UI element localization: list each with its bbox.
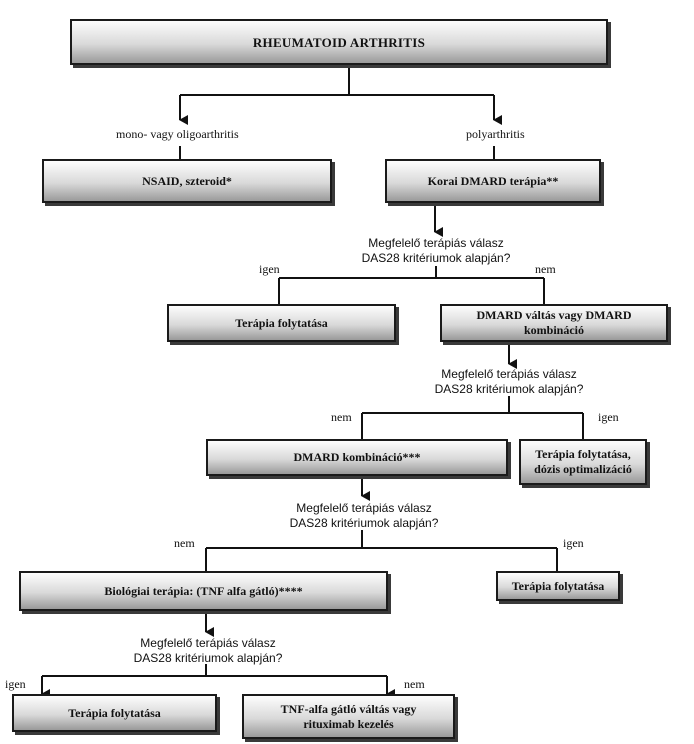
biologiai-terapia-text: Biológiai terápia: (TNF alfa gátló)**** (104, 583, 303, 598)
box-terapia-folytatasa-3: Terápia folytatása (496, 571, 620, 601)
box-dmard-kombinacio: DMARD kombináció*** (206, 439, 508, 476)
title-text: RHEUMATOID ARTHRITIS (252, 34, 426, 50)
label-igen-1: igen (259, 262, 280, 276)
question-3-line1: Megfelelő terápiás válasz (296, 501, 432, 515)
dmard-valtas-line2: kombináció (523, 323, 584, 337)
terapia-dozis-line2: dózis optimalizáció (534, 462, 632, 476)
question-4-line2: DAS28 kritériumok alapján? (133, 651, 283, 665)
label-nem-4: nem (404, 677, 425, 691)
korai-dmard-text: Korai DMARD terápia** (427, 173, 559, 188)
box-nsaid-szteroid: NSAID, szteroid* (42, 159, 332, 203)
title-box: RHEUMATOID ARTHRITIS (70, 19, 608, 65)
terapia-folytatasa-3-text: Terápia folytatása (511, 578, 605, 593)
terapia-folytatasa-4-text: Terápia folytatása (68, 705, 161, 720)
label-polyarthritis: polyarthritis (466, 127, 525, 141)
box-terapia-folytatasa-dozis: Terápia folytatása, dózis optimalizáció (519, 439, 647, 485)
question-3-line2: DAS28 kritériumok alapján? (289, 516, 439, 530)
question-3: Megfelelő terápiás válasz DAS28 kritériu… (284, 501, 444, 531)
box-biologiai-terapia: Biológiai terápia: (TNF alfa gátló)**** (19, 571, 388, 611)
label-mono-oligo: mono- vagy oligoarthritis (116, 127, 239, 141)
box-tnf-valtas: TNF-alfa gátló váltás vagy rituximab kez… (242, 694, 455, 739)
question-4: Megfelelő terápiás válasz DAS28 kritériu… (128, 636, 288, 666)
question-4-line1: Megfelelő terápiás válasz (140, 636, 276, 650)
label-nem-3: nem (174, 536, 195, 550)
question-1-line1: Megfelelő terápiás válasz (368, 236, 504, 250)
box-dmard-valtas: DMARD váltás vagy DMARD kombináció (440, 304, 668, 342)
question-2-line2: DAS28 kritériumok alapján? (434, 382, 584, 396)
nsaid-text: NSAID, szteroid* (142, 173, 232, 188)
question-1: Megfelelő terápiás válasz DAS28 kritériu… (356, 236, 516, 266)
question-1-line2: DAS28 kritériumok alapján? (361, 251, 511, 265)
box-terapia-folytatasa-4: Terápia folytatása (12, 694, 217, 732)
label-nem-1: nem (535, 262, 556, 276)
label-nem-2: nem (331, 410, 352, 424)
tnf-valtas-line2: rituximab kezelés (303, 716, 394, 731)
tnf-valtas-line1: TNF-alfa gátló váltás vagy (280, 701, 417, 716)
question-2-line1: Megfelelő terápiás válasz (441, 367, 577, 381)
question-2: Megfelelő terápiás válasz DAS28 kritériu… (429, 367, 589, 397)
dmard-valtas-line1: DMARD váltás vagy DMARD (476, 308, 632, 322)
terapia-dozis-line1: Terápia folytatása, (535, 447, 631, 461)
box-korai-dmard: Korai DMARD terápia** (385, 159, 601, 203)
label-igen-4: igen (5, 677, 26, 691)
terapia-folytatasa-1-text: Terápia folytatása (235, 315, 328, 330)
label-igen-3: igen (563, 536, 584, 550)
label-igen-2: igen (598, 410, 619, 424)
box-terapia-folytatasa-1: Terápia folytatása (167, 304, 396, 342)
dmard-kombinacio-text: DMARD kombináció*** (293, 450, 421, 464)
